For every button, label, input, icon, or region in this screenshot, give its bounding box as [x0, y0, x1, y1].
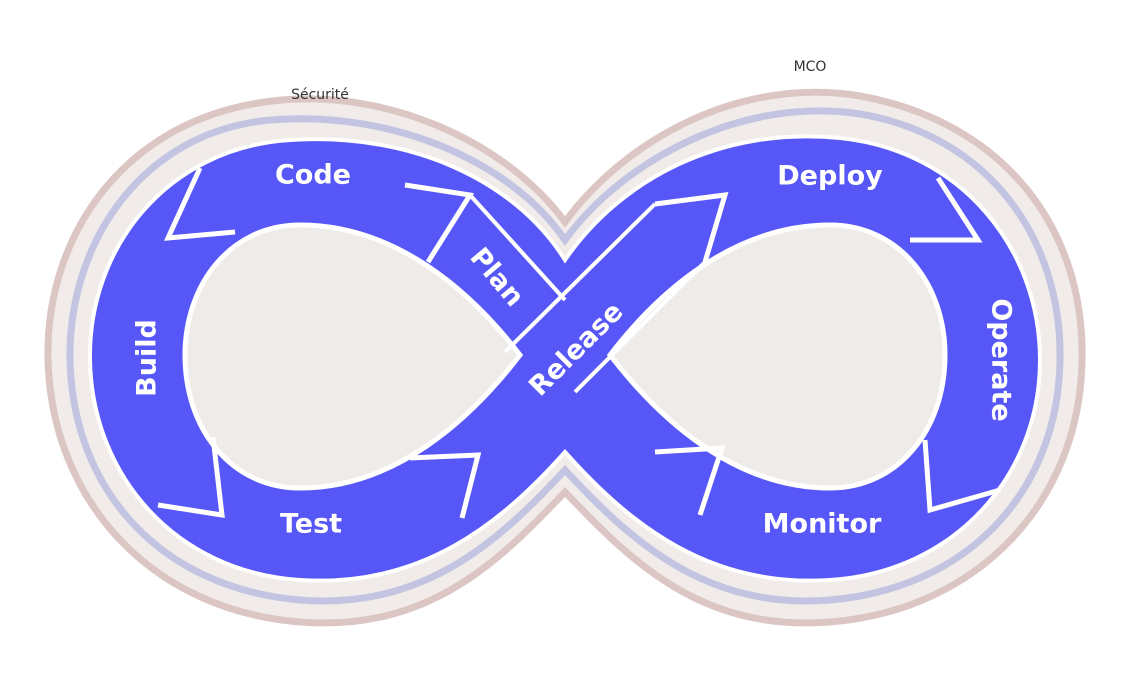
stage-deploy-label: Deploy	[777, 161, 883, 192]
stage-build-label: Build	[132, 319, 163, 397]
separator-monitor-release	[654, 445, 726, 516]
separator-operate-monitor	[922, 439, 1001, 514]
stage-operate-label: Operate	[986, 298, 1017, 421]
separator-test-release	[409, 452, 482, 519]
stage-test-label: Test	[280, 509, 342, 540]
stage-monitor-label: Monitor	[763, 509, 882, 540]
right-inner-loop	[606, 222, 948, 491]
stage-code-label: Code	[275, 160, 351, 191]
separator-deploy-operate	[910, 176, 983, 243]
ring-labels: Sécurité MCO	[291, 59, 826, 103]
infinity-loop	[87, 134, 1043, 583]
separator-release-deploy	[654, 192, 729, 263]
release-band-edge-top	[503, 202, 657, 354]
separator-build-test	[157, 436, 225, 518]
ring-securite-label: Sécurité	[291, 87, 349, 103]
plan-band-edge	[468, 193, 567, 302]
ring-mco-label: MCO	[794, 59, 827, 75]
release-band-edge-bottom	[573, 260, 707, 394]
left-inner-loop	[182, 222, 524, 491]
ring-securite-outline	[66, 107, 1064, 605]
separator-code-build	[163, 166, 236, 241]
